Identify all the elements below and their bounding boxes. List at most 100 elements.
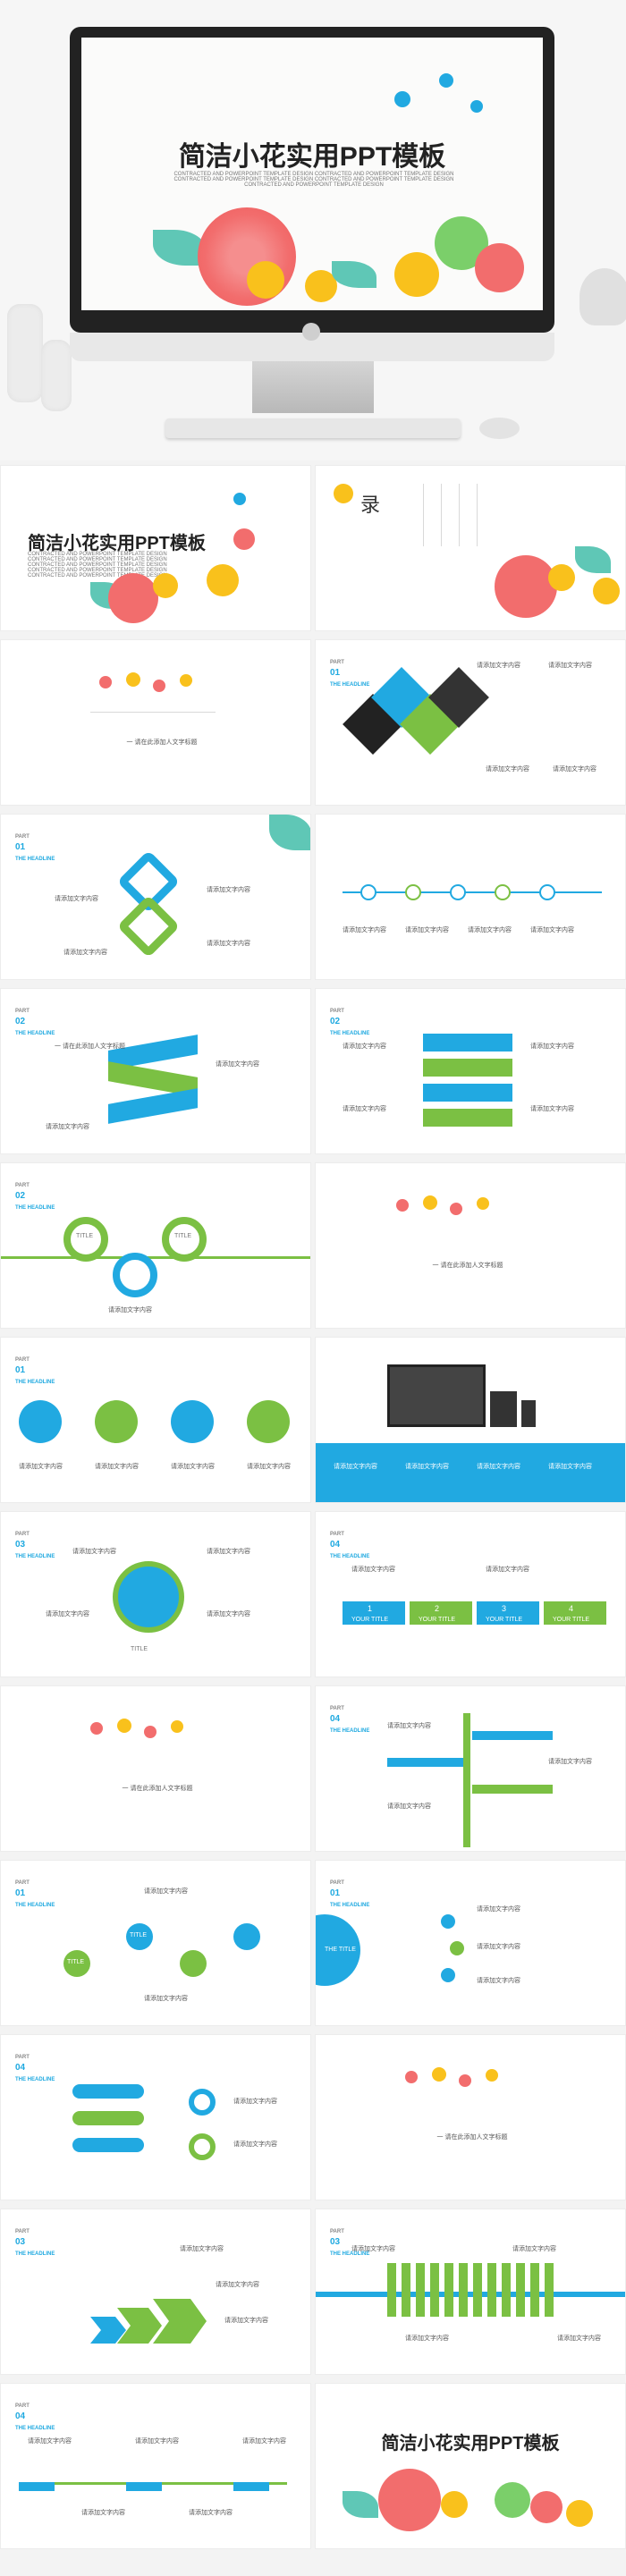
placeholder-text: 请添加文字内容 [512,2246,556,2252]
flower-icon [396,1199,409,1212]
keyboard [165,418,461,438]
placeholder-text: 请添加文字内容 [553,766,596,773]
placeholder-text: 请添加文字内容 [530,927,574,933]
fan-node [450,1941,464,1955]
flower-icon [394,252,439,297]
divider [423,484,424,546]
apple-logo-icon [302,323,320,341]
placeholder-text: 请添加文字内容 [548,1759,592,1765]
wave-loop [63,1217,108,1262]
flower-icon [459,2074,471,2087]
feature-circle [247,1400,290,1443]
timeline-segment [233,2482,269,2491]
pill-bar [72,2138,144,2152]
compass-circle [113,1561,184,1633]
flow-node [233,1923,260,1950]
slide-toc: 录 [315,465,626,631]
flower-icon [475,243,524,292]
flower-icon [495,2482,530,2518]
loop-label: TITLE [174,1233,192,1239]
step-block [410,1601,472,1625]
fan-node [441,1968,455,1982]
feature-circle [19,1400,62,1443]
placeholder-text: 请添加文字内容 [477,1978,520,1984]
placeholder-text: 请添加文字内容 [19,1464,63,1470]
placeholder-text: 请添加文字内容 [72,1549,116,1555]
monitor-stand [252,361,374,413]
pill-bar [72,2084,144,2099]
monitor-mockup [387,1364,486,1427]
placeholder-text: 请添加文字内容 [343,1043,386,1050]
step-number: 4 [569,1604,574,1613]
divider [441,484,442,546]
flower-icon [207,564,239,596]
placeholder-text: 请添加文字内容 [207,887,250,893]
signpost-pole [463,1713,470,1847]
placeholder-text: 请添加文字内容 [351,1567,395,1573]
placeholder-text: 请添加文字内容 [548,663,592,669]
placeholder-text: 请添加文字内容 [557,2335,601,2342]
flower-icon [394,91,410,107]
step-number: 3 [502,1604,507,1613]
timeline-line [343,891,602,893]
node-label: TITLE [67,1959,85,1965]
flower-icon [233,528,255,550]
timeline-node [405,884,421,900]
placeholder-text: 请添加文字内容 [486,766,529,773]
step-block [544,1601,606,1625]
timeline-segment [126,2482,162,2491]
placeholder-text: 请添加文字内容 [233,2099,277,2105]
flower-icon [439,73,453,88]
timeline-node [539,884,555,900]
fan-node [441,1914,455,1929]
timeline-node [450,884,466,900]
placeholder-text: 请添加文字内容 [207,1549,250,1555]
feature-circle [171,1400,214,1443]
arrow-band [423,1084,512,1102]
flower-icon [470,100,483,113]
leaf-icon [269,815,310,850]
slide-devices: 请添加文字内容 请添加文字内容 请添加文字内容 请添加文字内容 [315,1337,626,1503]
timeline-node [495,884,511,900]
end-title: 简洁小花实用PPT模板 [381,2434,560,2454]
slide-section: 一 请在此添加人文字标题 [0,639,311,806]
tablet-mockup [490,1391,517,1427]
placeholder-text: 请添加文字内容 [530,1043,574,1050]
flower-icon [108,573,158,623]
placeholder-text: 请添加文字内容 [477,1944,520,1950]
step-number: 1 [368,1604,373,1613]
step-block [477,1601,539,1625]
arrow-band [423,1109,512,1127]
placeholder-text: 请添加文字内容 [334,1464,377,1470]
placeholder-text: 请添加文字内容 [405,1464,449,1470]
placeholder-text: 请添加文字内容 [144,1996,188,2002]
flower-icon [593,578,620,604]
placeholder-text: 请添加文字内容 [95,1464,139,1470]
step-title: YOUR TITLE [351,1617,389,1623]
flow-node [63,1950,90,1977]
teapot [579,268,626,325]
wave-line [1,1256,310,1259]
flower-icon [126,672,140,687]
placeholder-text: 请添加文字内容 [171,1464,215,1470]
placeholder-text: 请添加文字内容 [144,1888,188,1895]
placeholder-text: 请添加文字内容 [180,2246,224,2252]
placeholder-text: 请添加文字内容 [387,1803,431,1810]
